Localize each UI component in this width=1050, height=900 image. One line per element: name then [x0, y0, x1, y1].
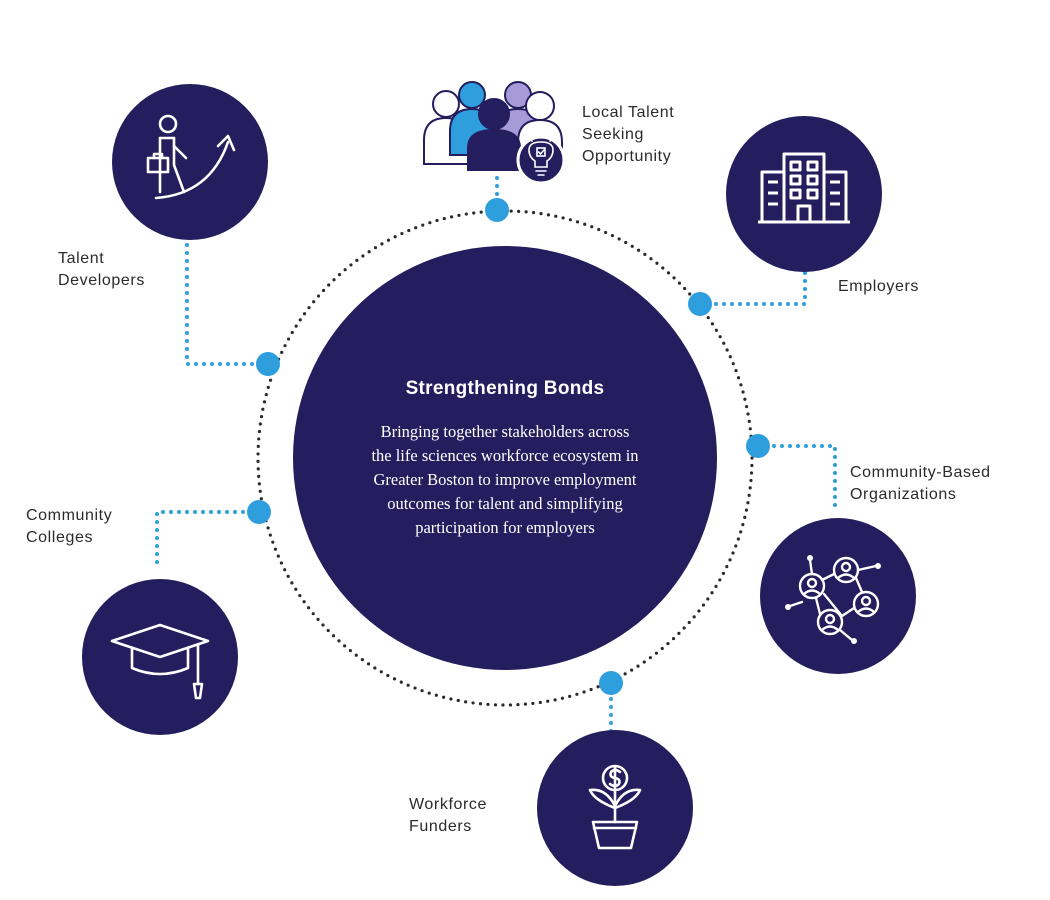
center-title: Strengthening Bonds	[405, 378, 605, 399]
center-circle	[293, 246, 717, 670]
center-description-line: the life sciences workforce ecosystem in	[371, 446, 639, 465]
connector-dot-employers	[688, 292, 712, 316]
center-description-line: Bringing together stakeholders across	[380, 422, 630, 441]
center-description-line: outcomes for talent and simplifying	[387, 494, 623, 513]
money-plant-icon	[588, 764, 642, 850]
connector-employers	[698, 266, 807, 306]
community-based-node	[760, 518, 916, 674]
connector-community-based	[756, 444, 837, 514]
person-climbing-arrow-icon	[146, 114, 236, 200]
talent-developers-label: Talent Developers	[58, 250, 145, 289]
connector-dot-community-colleges	[247, 500, 271, 524]
connector-dot-talent-developers	[256, 352, 280, 376]
connector-dot-community-based	[746, 434, 770, 458]
connector-community-colleges	[155, 510, 261, 572]
office-building-icon	[758, 152, 850, 224]
center-description-line: participation for employers	[415, 518, 595, 537]
talent-developers-node	[112, 84, 268, 240]
network-people-icon	[788, 556, 880, 642]
connector-dot-workforce-funders	[599, 671, 623, 695]
workforce-funders-label: Workforce Funders	[409, 796, 488, 835]
graduation-cap-icon	[110, 623, 210, 700]
local-talent-label: Local Talent Seeking Opportunity	[582, 104, 675, 165]
community-based-label: Community-Based Organizations	[850, 464, 991, 503]
community-colleges-label: Community Colleges	[26, 507, 113, 546]
connector-talent-developers	[185, 234, 270, 366]
center-description: Bringing together stakeholders across th…	[318, 420, 692, 540]
connector-dot-local-talent	[485, 198, 509, 222]
people-group-lightbulb-icon	[423, 81, 566, 185]
employers-node	[726, 116, 882, 272]
employers-label: Employers	[838, 278, 919, 295]
center-description-line: Greater Boston to improve employment	[373, 470, 637, 489]
